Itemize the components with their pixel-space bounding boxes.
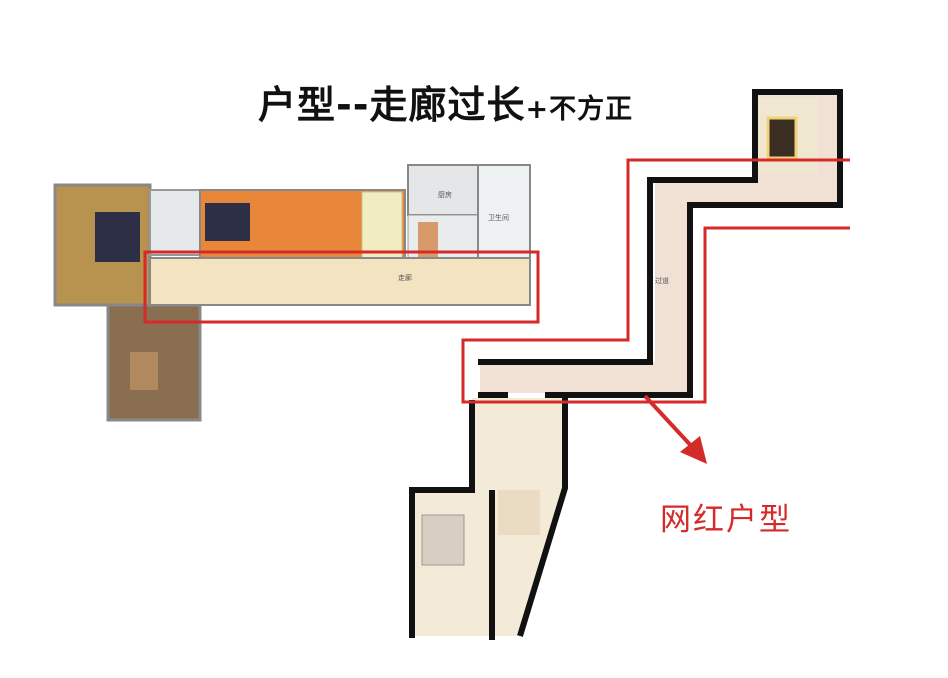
bathroom — [477, 164, 531, 261]
arrow-line — [643, 394, 697, 452]
kitchen-label: 厨房 — [438, 190, 452, 199]
left-floor-plan: 厨房 卫生间 走廊 — [53, 164, 540, 422]
title-main: 户型--走廊过长 — [258, 83, 526, 127]
sofa-set — [421, 514, 465, 566]
walls — [409, 89, 843, 640]
corridor-highlight-box — [143, 250, 540, 324]
corridor-highlight-outline — [461, 158, 850, 404]
title-sub: +不方正 — [525, 94, 634, 125]
sofa — [361, 191, 403, 259]
annotation-label: 网红户型 — [660, 502, 792, 538]
desk — [130, 352, 158, 390]
dining-table — [418, 222, 438, 257]
bathroom-label: 卫生间 — [488, 213, 509, 222]
corridor-label: 走廊 — [398, 273, 412, 282]
bathroom-small — [149, 189, 201, 256]
right-floor-plan: 过道 — [409, 89, 850, 640]
bed — [205, 203, 250, 241]
bed — [498, 490, 540, 535]
arrow-head-icon — [680, 436, 707, 464]
lower-unit — [412, 398, 565, 636]
corridor — [149, 257, 531, 306]
page-title: 户型--走廊过长+不方正 — [258, 74, 633, 129]
zigzag-corridor — [480, 95, 838, 393]
bed — [766, 116, 798, 160]
bed — [95, 212, 140, 262]
corridor-right-label: 过道 — [655, 276, 669, 285]
kitchen — [407, 164, 479, 216]
